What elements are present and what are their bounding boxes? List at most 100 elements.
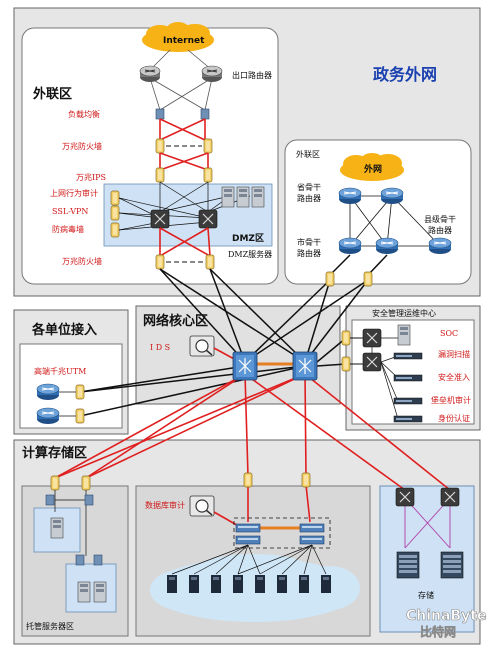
soc-label: SOC (440, 329, 458, 338)
internet-label: Internet (163, 36, 205, 46)
watermark-text: ChinaByte (406, 608, 486, 624)
firewall-icon (325, 271, 335, 287)
switch-icon (440, 487, 460, 507)
county-router-label-1: 县级骨干 (424, 214, 456, 224)
pc-icon (321, 575, 331, 593)
city-router-label-1: 市骨干 (297, 237, 321, 247)
firewall-icon (75, 384, 85, 400)
ips-label: 万兆IPS (76, 172, 106, 182)
router-icon (36, 383, 60, 401)
vuln-scan-label: 漏洞扫描 (438, 349, 470, 359)
pc-icon (167, 575, 177, 593)
switch-icon (299, 523, 325, 533)
ssl-vpn-icon (110, 205, 120, 221)
security-center-label: 安全管理运维中心 (372, 308, 436, 318)
identity-auth-label: 身份认证 (438, 413, 470, 423)
ssl-vpn-label: SSL-VPN (52, 207, 88, 216)
pc-icon (233, 575, 243, 593)
server-icon (236, 186, 250, 208)
switch-icon (235, 523, 261, 533)
extranet-cloud (340, 153, 404, 181)
firewall-icon (203, 138, 213, 154)
server-icon (77, 581, 91, 603)
ips-icon (155, 167, 165, 183)
firewall-icon (75, 408, 85, 424)
bastion-audit-label: 堡垒机审计 (431, 395, 471, 405)
ips-icon (203, 167, 213, 183)
watermark-text-cn: 比特网 (420, 624, 456, 639)
storage-label: 存储 (418, 590, 434, 600)
router-icon (428, 237, 452, 255)
switch-icon (150, 209, 170, 229)
switch-icon (362, 352, 382, 372)
province-router-label-2: 路由器 (297, 193, 321, 203)
firewall-icon (155, 138, 165, 154)
dmz-label: DMZ区 (232, 233, 264, 244)
firewall-label-2: 万兆防火墙 (62, 256, 102, 266)
hosting-label: 托管服务器区 (26, 621, 74, 631)
extranet-label: 外网 (363, 163, 382, 175)
firewall-icon (243, 472, 253, 488)
db-audit-icon (189, 495, 215, 517)
behavior-audit-icon (110, 190, 120, 206)
rack-icon (393, 415, 423, 423)
load-balancer-icon (200, 108, 210, 120)
core-switch-icon (292, 351, 318, 381)
pc-icon (255, 575, 265, 593)
server-cloud (150, 554, 360, 622)
router-icon (201, 65, 223, 83)
firewall-icon (301, 472, 311, 488)
external-zone-label: 外联区 (32, 86, 72, 102)
switch-icon (45, 494, 55, 506)
db-audit-label: 数据库审计 (145, 500, 185, 510)
router-icon (338, 237, 362, 255)
firewall-icon (81, 475, 91, 491)
page-title: 政务外网 (373, 65, 437, 84)
storage-icon (440, 551, 464, 579)
compute-storage-label: 计算存储区 (22, 445, 87, 461)
core-switch-icon (232, 351, 258, 381)
server-icon (221, 186, 235, 208)
rack-icon (393, 374, 423, 382)
external-zone-right-label: 外联区 (296, 149, 320, 159)
firewall-label-1: 万兆防火墙 (62, 141, 102, 151)
rack-icon (393, 397, 423, 405)
switch-icon (299, 535, 325, 545)
behavior-audit-label: 上网行为审计 (50, 188, 98, 198)
pc-icon (189, 575, 199, 593)
firewall-icon (341, 330, 351, 346)
hosting-group-2 (65, 563, 117, 613)
switch-icon (235, 535, 261, 545)
province-router-label-1: 省骨干 (297, 182, 321, 192)
utm-label: 高端千兆UTM (34, 366, 86, 376)
router-icon (36, 407, 60, 425)
server-icon (251, 186, 265, 208)
switch-icon (93, 554, 103, 566)
ids-label: I D S (150, 343, 170, 352)
switch-icon (75, 554, 85, 566)
rack-icon (393, 352, 423, 360)
pc-icon (299, 575, 309, 593)
load-balance-label: 负载均衡 (68, 109, 100, 119)
core-zone-label: 网络核心区 (143, 313, 208, 329)
firewall-icon (50, 475, 60, 491)
server-icon (93, 581, 107, 603)
security-access-label: 安全准入 (438, 372, 470, 382)
router-icon (380, 187, 404, 205)
county-router-label-2: 路由器 (428, 225, 452, 235)
server-icon (50, 517, 64, 539)
switch-icon (198, 209, 218, 229)
internet-cloud (142, 22, 214, 52)
firewall-icon (363, 271, 373, 287)
units-access-label: 各单位接入 (31, 322, 97, 338)
router-icon (375, 237, 399, 255)
exit-router-label: 出口路由器 (232, 70, 272, 80)
antivirus-wall-icon (110, 222, 120, 238)
pc-icon (277, 575, 287, 593)
switch-icon (362, 328, 382, 348)
units-access-inner (19, 343, 123, 429)
firewall-icon (205, 254, 215, 270)
city-router-label-2: 路由器 (297, 248, 321, 258)
